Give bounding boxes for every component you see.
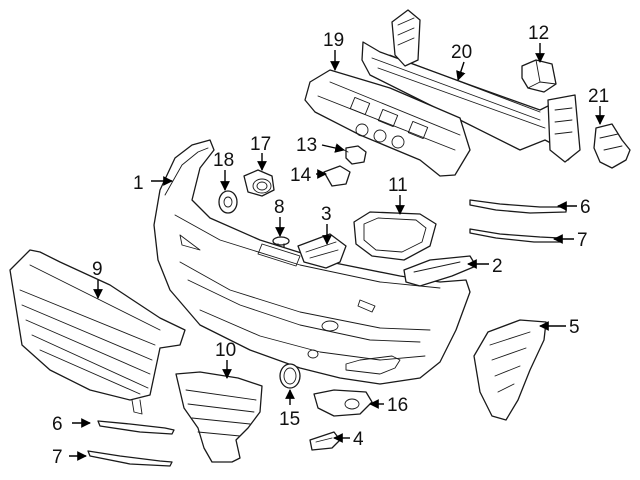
part-energy-absorber xyxy=(304,69,471,177)
callout-labels: 1 2 3 4 5 6 6 7 7 8 9 10 11 12 13 14 15 … xyxy=(52,23,609,468)
callout-12: 12 xyxy=(528,23,549,44)
callout-21: 21 xyxy=(588,86,609,107)
callout-6-lower: 6 xyxy=(52,414,63,435)
part-fog-lamp-frame xyxy=(353,211,437,261)
callout-18: 18 xyxy=(213,150,234,171)
callout-15: 15 xyxy=(279,409,300,430)
callout-2: 2 xyxy=(492,256,503,277)
callout-8: 8 xyxy=(274,197,285,218)
part-bumper-stop xyxy=(521,59,557,93)
callout-14: 14 xyxy=(290,165,312,186)
callout-13: 13 xyxy=(296,135,317,156)
callout-1: 1 xyxy=(133,173,144,194)
part-reinforcement-bar xyxy=(361,9,581,163)
callout-6-upper: 6 xyxy=(580,197,591,218)
part-trim-strip-upper xyxy=(469,199,567,214)
callout-7-lower: 7 xyxy=(52,447,63,468)
callout-11: 11 xyxy=(388,175,408,196)
part-side-support xyxy=(473,319,547,421)
part-grommet xyxy=(218,190,238,214)
callout-20: 20 xyxy=(451,42,472,63)
callout-5: 5 xyxy=(569,317,580,338)
leader-lines xyxy=(69,43,605,461)
part-seal-strip-lower xyxy=(87,450,173,467)
part-air-guide xyxy=(175,371,263,463)
part-side-bracket xyxy=(593,123,631,169)
part-seal-strip-upper xyxy=(469,228,561,243)
callout-4: 4 xyxy=(353,429,364,450)
callout-3: 3 xyxy=(321,204,332,225)
callout-17: 17 xyxy=(250,134,271,155)
part-grille xyxy=(9,249,186,415)
part-clip xyxy=(323,165,351,187)
callout-16: 16 xyxy=(387,395,408,416)
part-fog-bezel xyxy=(313,389,373,417)
part-trim-strip-lower xyxy=(97,420,175,435)
callout-9: 9 xyxy=(92,259,103,280)
part-bumper-bracket xyxy=(297,233,347,269)
callout-7-upper: 7 xyxy=(577,230,588,251)
part-side-guide-bracket xyxy=(403,255,477,287)
part-tow-hook-cap xyxy=(279,363,301,389)
callout-10: 10 xyxy=(215,340,236,361)
callout-19: 19 xyxy=(323,30,344,51)
part-park-sensor xyxy=(243,169,275,197)
part-small-insert xyxy=(309,431,341,451)
